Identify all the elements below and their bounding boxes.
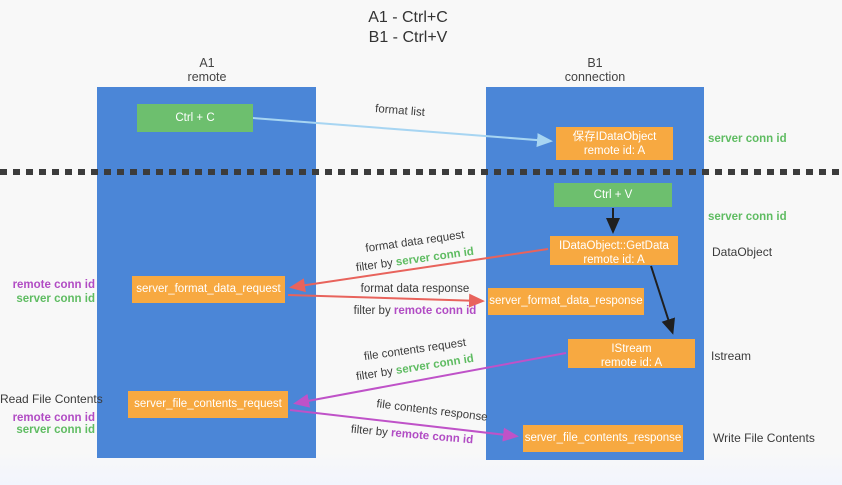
server-file-contents-request-node: server_file_contents_request: [128, 391, 288, 418]
column-a1-id: A1: [199, 56, 215, 70]
dataobject-label: DataObject: [712, 245, 773, 259]
format-list-arrow: [252, 117, 553, 148]
istream-side-label: Istream: [711, 349, 752, 363]
istream-line2: remote id: A: [600, 357, 663, 369]
server-format-data-request-node: server_format_data_request: [132, 276, 285, 303]
istream-line1: IStream: [611, 343, 652, 355]
save-idataobject-line2: remote id: A: [583, 145, 646, 157]
ctrl-v-node: Ctrl + V: [554, 183, 672, 207]
write-file-contents-label: Write File Contents: [713, 431, 815, 445]
format-data-request-arrow: [289, 248, 549, 293]
column-b1-subtitle: connection: [564, 70, 626, 84]
dashed-separator-line: [0, 169, 842, 175]
filter-key-remote-conn-id: remote conn id: [393, 305, 477, 317]
save-idataobject-node: 保存IDataObject remote id: A: [556, 127, 673, 160]
column-b1-id: B1: [587, 56, 603, 70]
istream-node: IStream remote id: A: [568, 339, 695, 369]
ctrl-c-node: Ctrl + C: [137, 104, 253, 132]
column-header-b1: B1 connection: [525, 56, 665, 84]
title-line-1: A1 - Ctrl+C: [368, 9, 448, 26]
save-idataobject-line1: 保存IDataObject: [572, 131, 657, 143]
right-server-conn-id-label-2: server conn id: [708, 211, 787, 223]
file-contents-response-arrow: [289, 409, 519, 442]
server-format-data-response-node: server_format_data_response: [488, 288, 644, 315]
diagram-title: A1 - Ctrl+C B1 - Ctrl+V: [298, 8, 518, 48]
getdata-line2: remote id: A: [583, 254, 645, 266]
left-remote-conn-id-label-1: remote conn id: [12, 279, 95, 291]
format-data-response-filter-label: filter by remote conn id: [330, 305, 500, 317]
getdata-to-istream-arrow: [650, 265, 675, 335]
left-server-conn-id-label-2: server conn id: [16, 424, 95, 436]
title-line-2: B1 - Ctrl+V: [368, 29, 448, 46]
format-data-response-arrow: [287, 293, 485, 308]
getdata-line1: IDataObject::GetData: [559, 240, 669, 252]
file-contents-request-arrow: [293, 352, 567, 408]
server-file-contents-response-node: server_file_contents_response: [523, 425, 683, 452]
filter-prefix: filter by: [353, 305, 394, 317]
column-a1-subtitle: remote: [187, 70, 227, 84]
right-server-conn-id-label-1: server conn id: [708, 133, 787, 145]
left-server-conn-id-label-1: server conn id: [16, 293, 95, 305]
idataobject-getdata-node: IDataObject::GetData remote id: A: [550, 236, 678, 266]
left-remote-conn-id-label-2: remote conn id: [12, 412, 95, 424]
read-file-contents-label: Read File Contents: [0, 392, 103, 406]
format-data-response-label: format data response: [360, 283, 470, 295]
column-header-a1: A1 remote: [137, 56, 277, 84]
